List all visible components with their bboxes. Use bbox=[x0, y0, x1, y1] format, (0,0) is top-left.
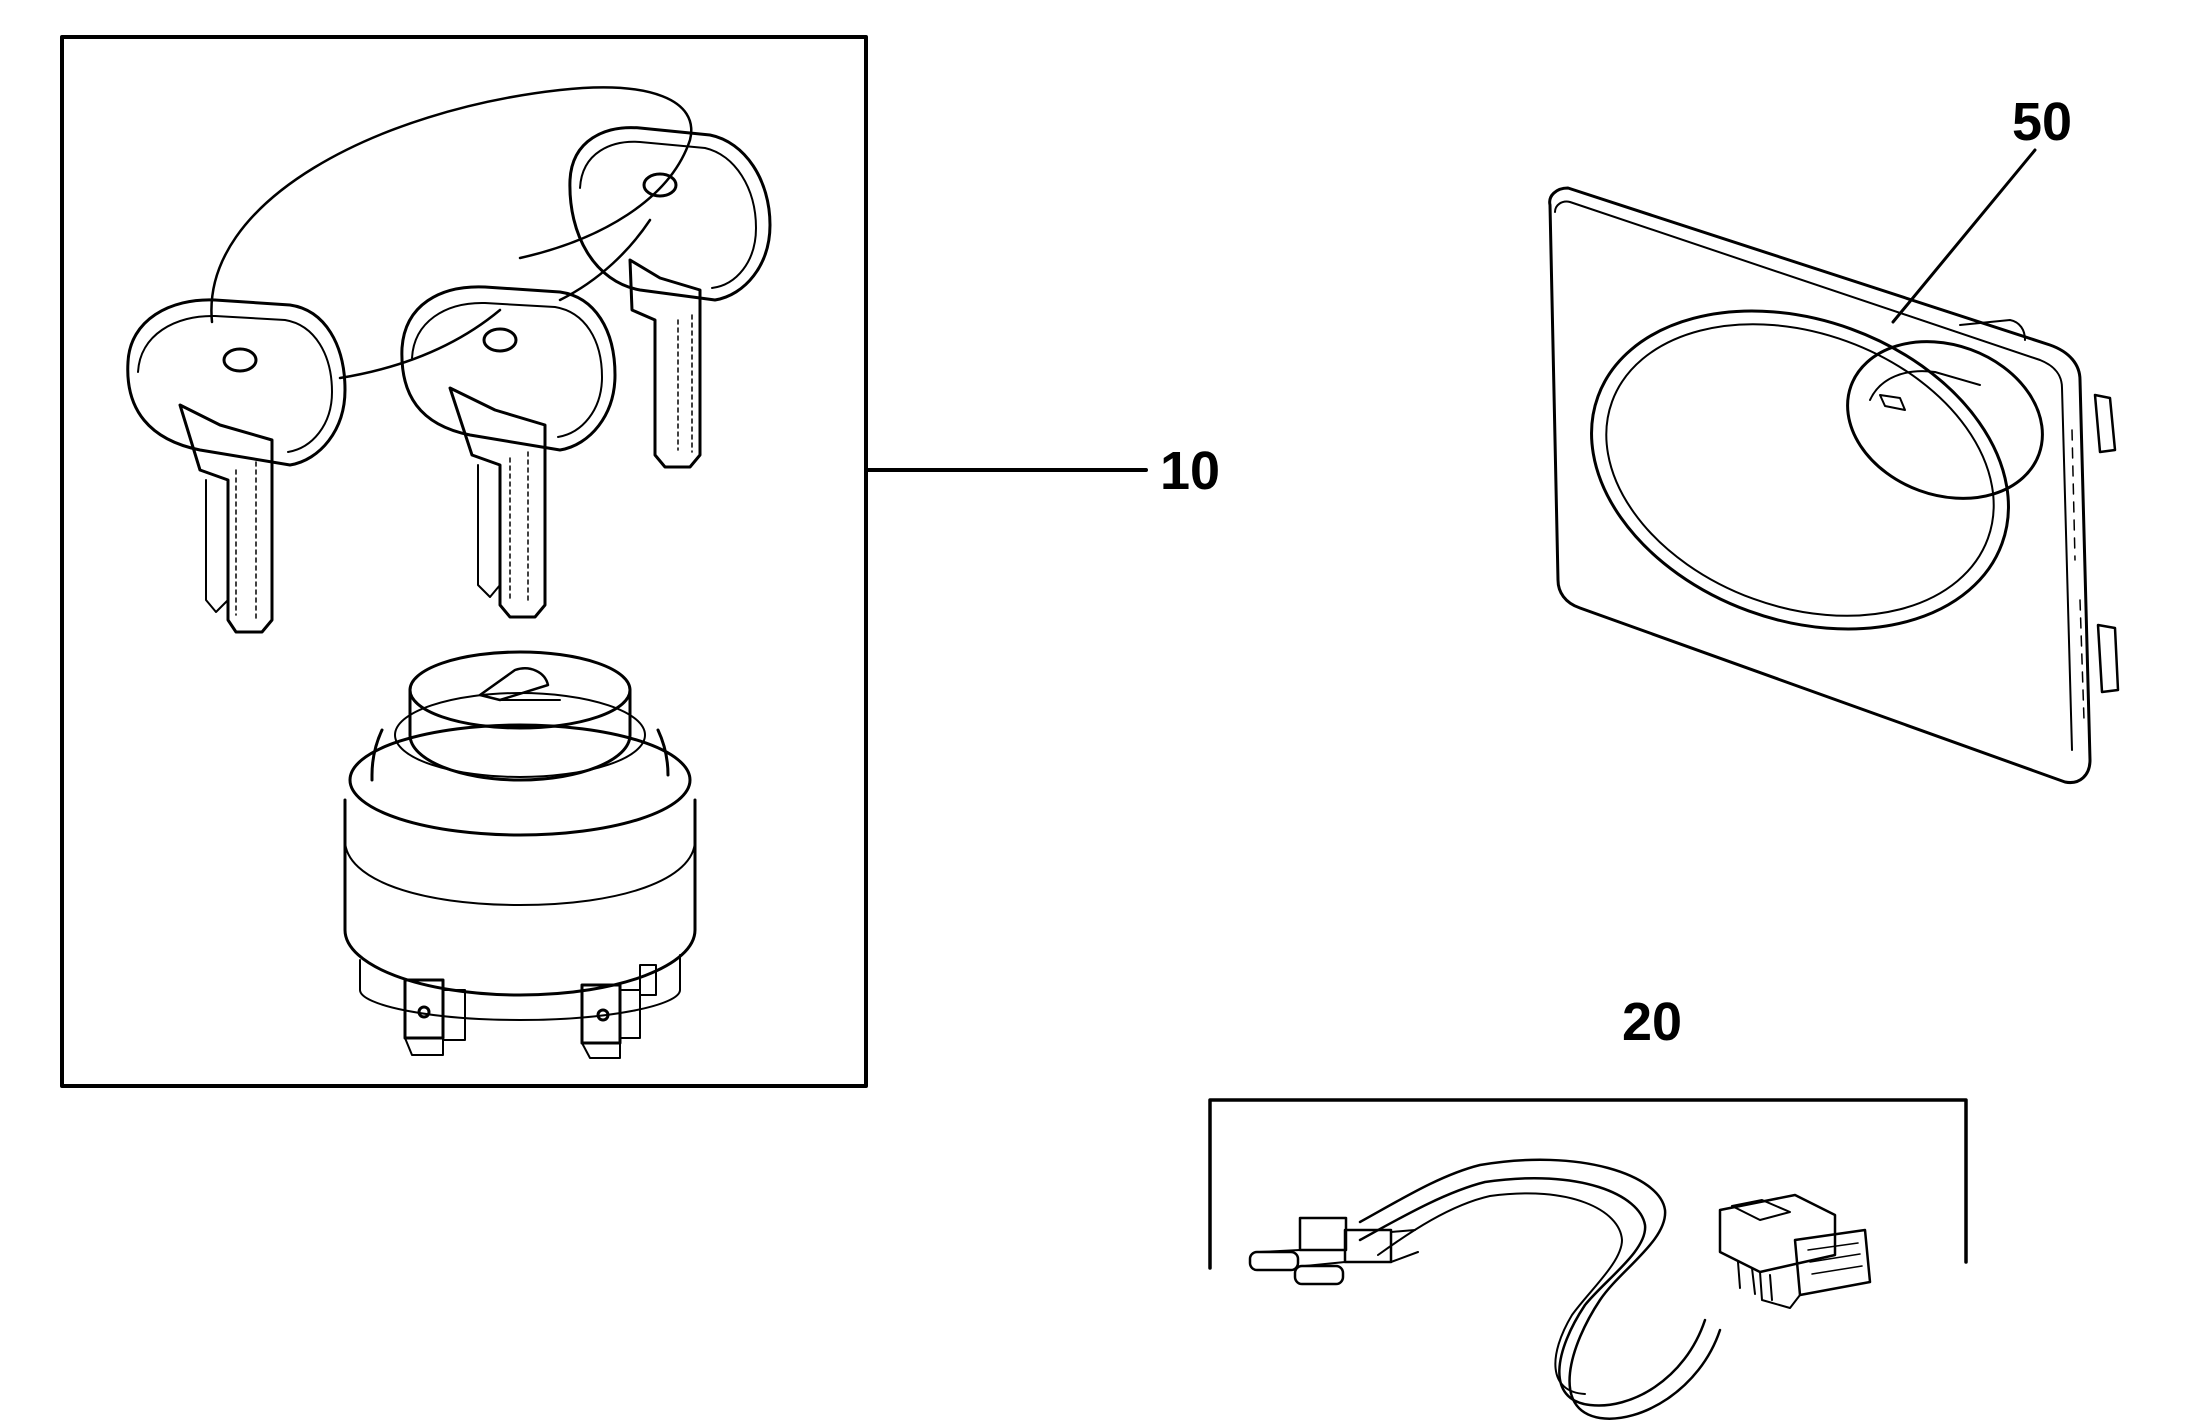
bezel-tab-bottom bbox=[2096, 623, 2120, 694]
harness-wire-1 bbox=[1358, 1158, 1722, 1420]
key-1 bbox=[126, 298, 347, 634]
kit-10-group bbox=[60, 35, 1148, 1088]
callout-20-label: 20 bbox=[1622, 992, 1683, 1052]
kit-10-frame bbox=[60, 35, 868, 1088]
key-ring bbox=[210, 86, 693, 324]
switch-opening bbox=[1846, 340, 2044, 500]
key-ring-link-2 bbox=[558, 218, 652, 302]
ignition-switch bbox=[343, 650, 697, 1059]
leader-line-50 bbox=[1891, 148, 2037, 324]
harness-terminal-left bbox=[1248, 1216, 1419, 1286]
callout-50-label: 50 bbox=[2012, 92, 2073, 152]
bezel-plate-inner-edge bbox=[1554, 200, 2073, 751]
key-3 bbox=[568, 126, 772, 469]
bezel-50-group bbox=[1548, 148, 2120, 785]
bezel-tab-top bbox=[2093, 393, 2117, 454]
harness-wire-2 bbox=[1358, 1177, 1707, 1407]
harness-wire-3 bbox=[1377, 1192, 1623, 1395]
bezel-window-inner bbox=[1605, 323, 1995, 617]
bezel-plate bbox=[1548, 186, 2092, 785]
bezel-window bbox=[1590, 309, 2010, 631]
callout-10-label: 10 bbox=[1160, 441, 1221, 501]
harness-connector-right bbox=[1718, 1193, 1872, 1309]
key-ring-link bbox=[338, 308, 502, 380]
bracket-20 bbox=[1208, 1098, 1968, 1270]
key-2 bbox=[400, 285, 617, 619]
harness-20-group bbox=[1208, 1098, 1968, 1420]
